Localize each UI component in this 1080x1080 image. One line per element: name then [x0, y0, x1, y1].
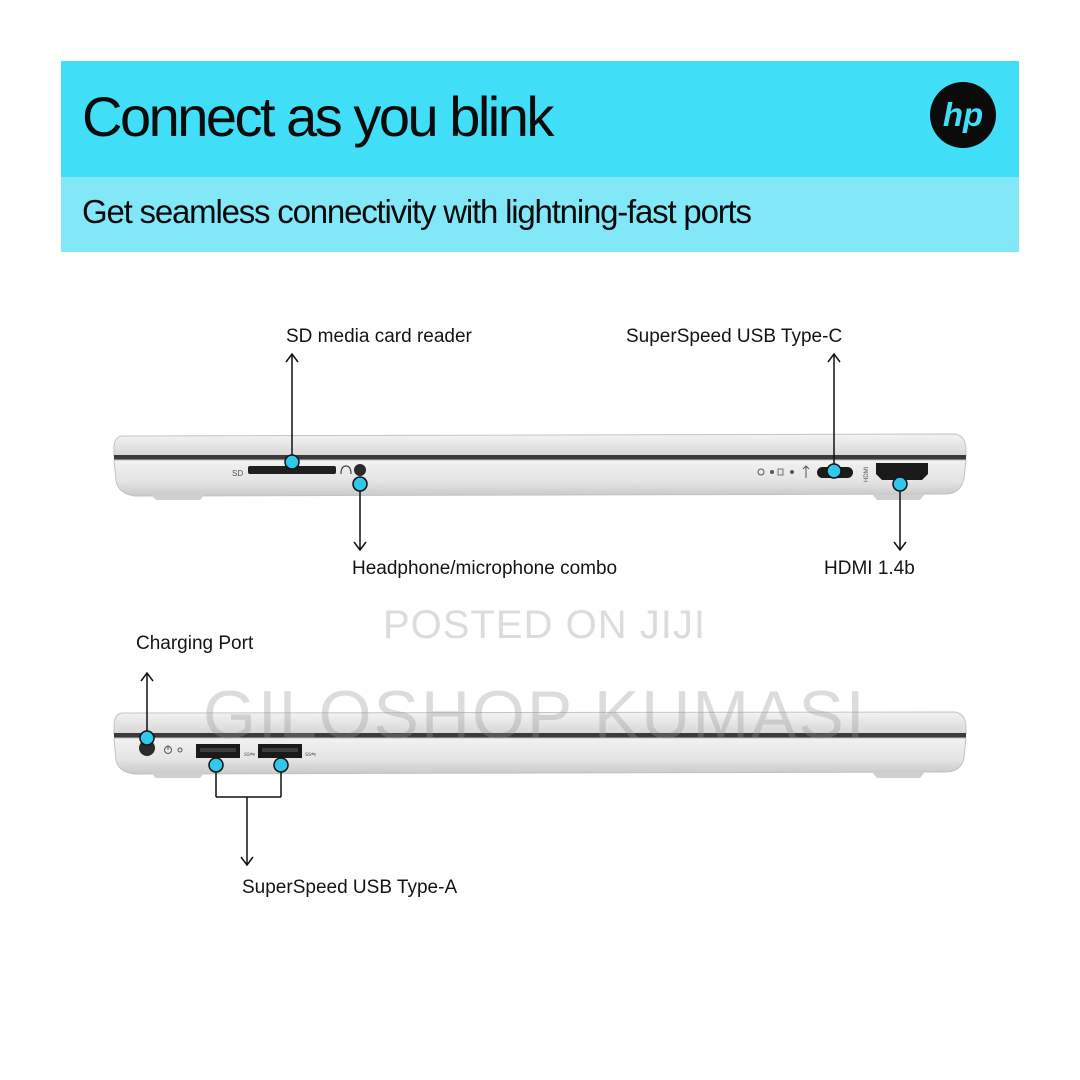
- banner-subheadline-strip: [61, 177, 1019, 252]
- hdmi-port: [876, 463, 928, 480]
- callout-dots-laptop2: [139, 730, 289, 773]
- led-indicator: [177, 747, 183, 753]
- banner-headline-strip: [61, 61, 1019, 177]
- hp-logo-icon: hp: [930, 82, 996, 148]
- laptop-base: [113, 737, 967, 775]
- subheadline: Get seamless connectivity with lightning…: [82, 193, 752, 230]
- callout-charging-port: Charging Port: [136, 633, 254, 654]
- sd-card-slot: [248, 466, 336, 474]
- callout-hdmi: HDMI 1.4b: [824, 558, 915, 579]
- usb-symbol-icon: ss⇋: [305, 751, 316, 758]
- laptop-foot: [150, 494, 205, 500]
- callout-lines-laptop2: [140, 671, 282, 867]
- audio-jack: [354, 464, 366, 476]
- laptop-foot: [872, 772, 925, 778]
- watermark-shop-name: GILOSHOP KUMASI: [203, 677, 867, 753]
- hp-logo-text: hp: [943, 96, 983, 133]
- usb-symbol-icon: ss⇋: [244, 751, 255, 758]
- callout-usb-type-a: SuperSpeed USB Type-A: [242, 877, 458, 898]
- callout-lines-laptop1: [285, 352, 907, 552]
- laptop-seam: [114, 733, 966, 738]
- power-icon: [164, 745, 172, 754]
- callout-headphone-microphone-combo: Headphone/microphone combo: [352, 558, 618, 579]
- hdmi-port-label: HDMI: [864, 466, 870, 482]
- callout-sd-media-card-reader: SD media card reader: [286, 326, 472, 347]
- headphone-icon: [340, 465, 352, 475]
- sd-port-label: SD: [232, 469, 243, 478]
- callout-usb-type-c: SuperSpeed USB Type-C: [626, 326, 843, 347]
- watermark-posted-on: POSTED ON JIJI: [383, 603, 706, 647]
- status-indicator-icons: [757, 465, 810, 478]
- laptop-seam: [114, 455, 966, 460]
- callout-dots-laptop1: [284, 454, 908, 492]
- laptop-foot: [150, 772, 205, 778]
- headline: Connect as you blink: [82, 85, 554, 148]
- laptop-foot: [872, 494, 925, 500]
